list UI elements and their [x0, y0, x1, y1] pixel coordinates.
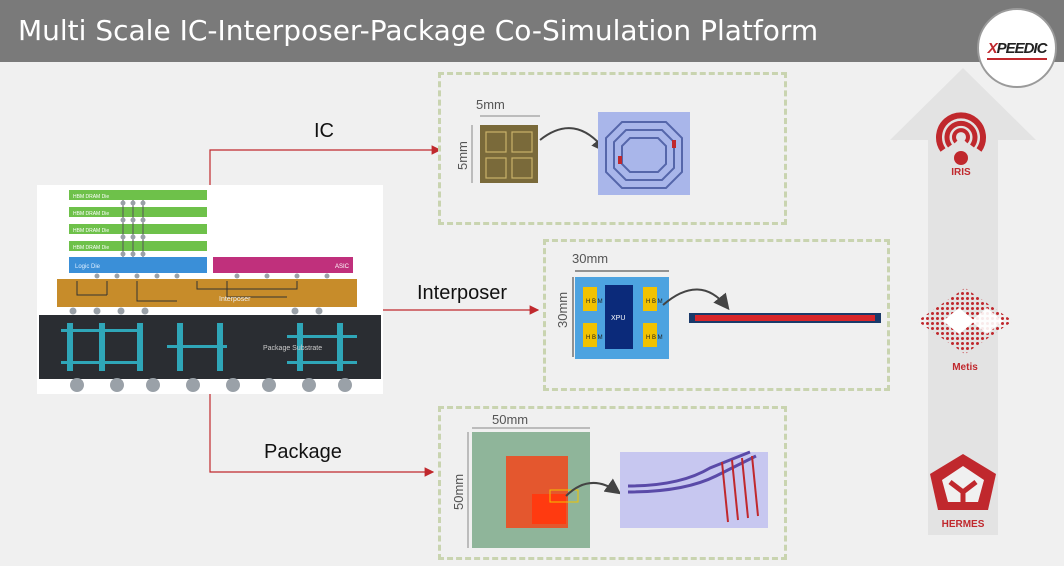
substrate-label: Package Substrate — [263, 345, 322, 352]
logic-die-label: Logic Die — [75, 264, 101, 270]
title-bar: Multi Scale IC-Interposer-Package Co-Sim… — [0, 0, 1064, 62]
tool-label-iris: IRIS — [951, 167, 971, 178]
hbm-block-label: H B M — [646, 335, 663, 341]
interposer-layout-view: H B M H B M H B M H B M XPU — [572, 270, 881, 359]
hbm-block-label: H B M — [646, 299, 663, 305]
hbm-die-label: HBM DRAM Die — [73, 228, 109, 234]
hbm-die-label: HBM DRAM Die — [73, 245, 109, 251]
logo-prefix: X — [987, 40, 998, 57]
hbm-die-label: HBM DRAM Die — [73, 211, 109, 217]
hermes-trefoil-icon — [930, 454, 996, 510]
ic-panel — [438, 72, 787, 225]
package-stack-diagram: Package Substrate Interposer Logic Die A… — [37, 185, 383, 394]
asic-label: ASIC — [335, 264, 350, 270]
level-label-package: Package — [264, 441, 342, 463]
wireless-antenna-icon — [936, 112, 986, 165]
page-title: Multi Scale IC-Interposer-Package Co-Sim… — [18, 14, 819, 47]
level-label-interposer: Interposer — [417, 282, 508, 304]
hbm-block-label: H B M — [586, 299, 603, 305]
logo-text: PEEDIC — [996, 40, 1048, 57]
package-panel — [438, 406, 787, 560]
xpu-label: XPU — [611, 315, 625, 322]
interposer-panel — [543, 239, 890, 391]
tool-label-hermes: HERMES — [941, 519, 985, 530]
ic-layout-view — [471, 112, 690, 195]
hbm-block-label: H B M — [586, 335, 603, 341]
package-layout-view — [467, 427, 768, 548]
level-label-ic: IC — [314, 120, 334, 142]
diamond-mesh-icon — [917, 288, 1013, 354]
ic-dim-horizontal: 5mm — [476, 97, 505, 112]
interposer-dim-horizontal: 30mm — [572, 251, 609, 266]
package-dim-horizontal: 50mm — [492, 412, 529, 427]
hbm-die-label: HBM DRAM Die — [73, 194, 109, 200]
tool-label-metis: Metis — [952, 362, 978, 373]
interposer-label: Interposer — [219, 296, 251, 303]
xpeedic-logo: XPEEDIC — [977, 8, 1057, 88]
